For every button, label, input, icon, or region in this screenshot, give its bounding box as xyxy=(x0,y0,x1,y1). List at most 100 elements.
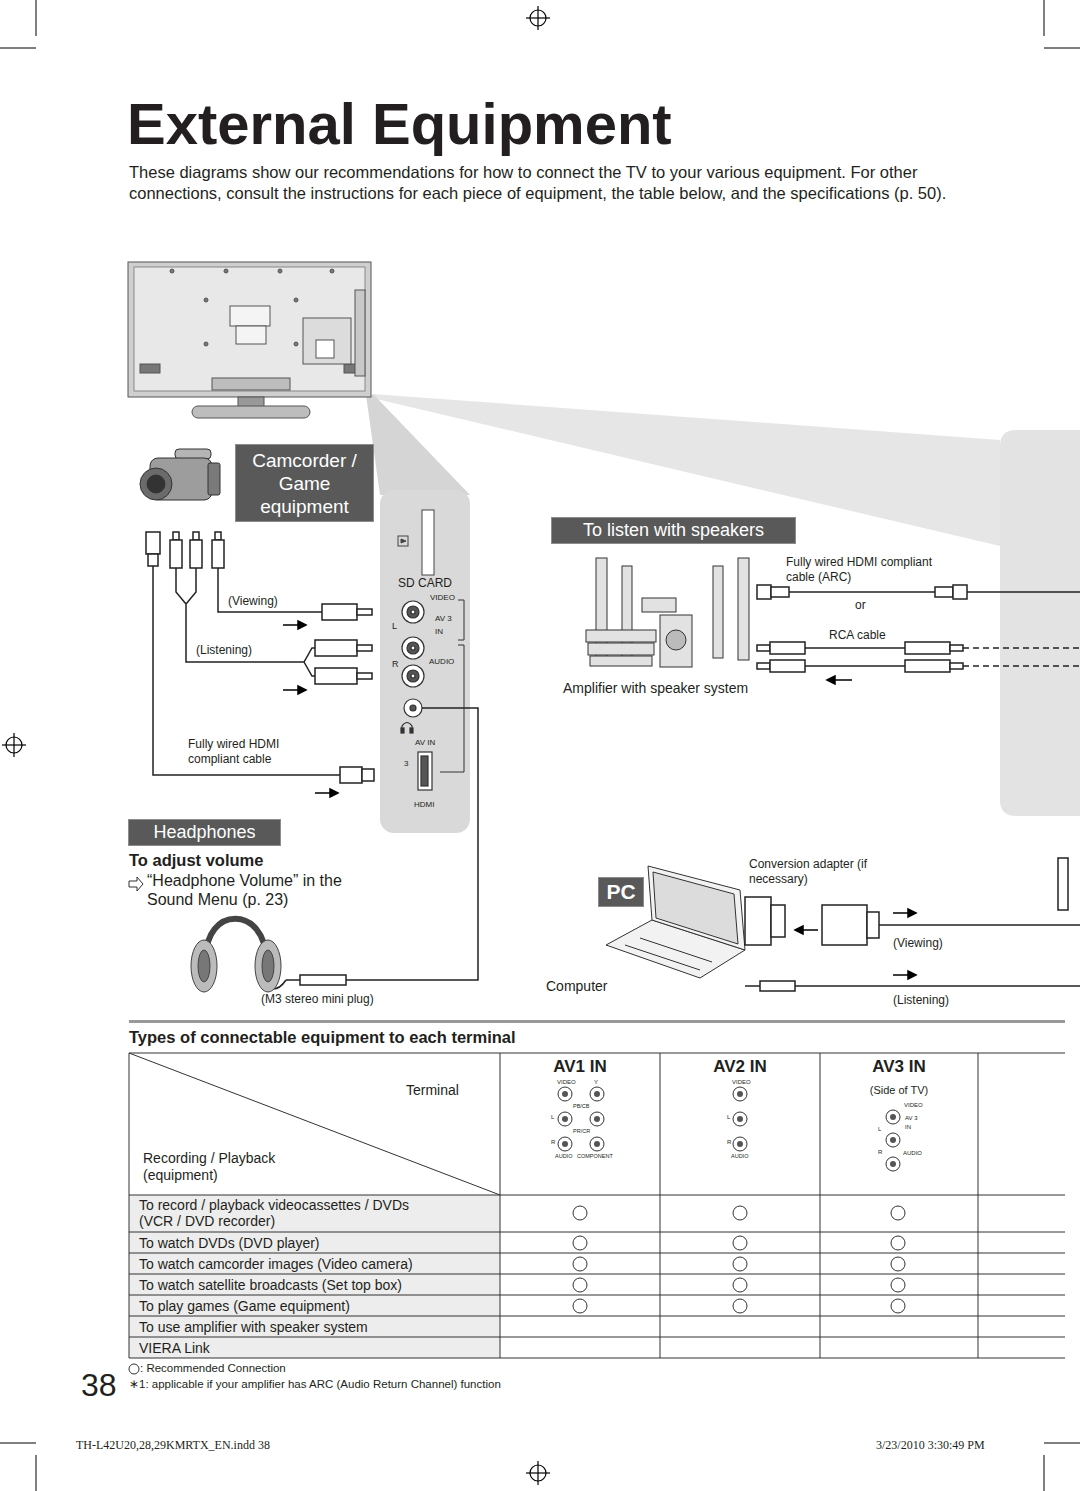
table-grid xyxy=(129,1274,1065,1275)
port-label: L xyxy=(392,621,397,632)
plug-name: (M3 stereo mini plug) xyxy=(261,992,374,1006)
cable-name: Fully wired HDMI compliant cable (ARC) xyxy=(786,555,936,585)
speaker-cables xyxy=(770,660,805,672)
direction-arrows xyxy=(908,909,916,917)
speaker-system xyxy=(586,558,749,667)
terminal-jacks xyxy=(558,1112,572,1126)
camcorder-cables xyxy=(340,767,362,783)
port-label: L xyxy=(727,1114,730,1121)
terminal-jacks xyxy=(733,1087,747,1101)
table-grid xyxy=(129,1337,1065,1338)
laptop-icon xyxy=(653,872,738,944)
speaker-cables xyxy=(805,665,905,667)
sub-heading: To adjust volume xyxy=(129,851,263,871)
camcorder-icon xyxy=(140,449,220,500)
camcorder-cables xyxy=(315,668,357,684)
speaker-cables xyxy=(935,587,953,597)
terminal-jacks xyxy=(890,1114,896,1120)
port-label: IN xyxy=(905,1124,911,1131)
speaker-cables xyxy=(757,663,770,669)
terminal-jacks xyxy=(562,1141,568,1147)
crop-marks xyxy=(0,1443,36,1444)
terminal-jacks xyxy=(737,1141,743,1147)
camcorder-cables xyxy=(146,532,374,783)
recommended-mark xyxy=(733,1278,747,1292)
terminal-jacks xyxy=(594,1091,600,1097)
port-label: VIDEO xyxy=(557,1079,576,1086)
recommended-mark xyxy=(573,1206,587,1220)
menu-arrow-icon xyxy=(129,877,143,891)
direction-arrows xyxy=(795,926,803,934)
headphones-icon xyxy=(198,950,210,982)
headphones-icon xyxy=(191,940,217,992)
print-slug: TH-L42U20,28,29KMRTX_EN.indd 38 xyxy=(76,1438,270,1452)
terminal-jacks xyxy=(590,1087,604,1101)
port-label: AUDIO xyxy=(903,1150,922,1157)
speaker-cables xyxy=(757,585,1080,672)
pc-cables xyxy=(867,912,879,938)
recommended-mark xyxy=(573,1257,587,1271)
headphone-symbol xyxy=(401,723,413,734)
table-cell: To watch satellite broadcasts (Set top b… xyxy=(139,1277,402,1293)
table-cell: To watch DVDs (DVD player) xyxy=(139,1235,320,1251)
terminal-jacks xyxy=(886,1133,900,1147)
intro-text: These diagrams show our recommendations … xyxy=(129,162,962,204)
camcorder-cables xyxy=(362,769,374,781)
recommended-mark xyxy=(129,1364,139,1374)
tv-rear-view xyxy=(294,298,298,302)
section-tag: Headphones xyxy=(128,819,281,846)
tv-rear-view xyxy=(128,262,371,418)
terminal-jacks xyxy=(890,1137,896,1143)
camcorder-cables xyxy=(190,540,202,568)
laptop-icon xyxy=(640,938,712,962)
table-grid xyxy=(129,1053,130,1358)
adapter-note: Conversion adapter (if necessary) xyxy=(749,857,879,887)
camcorder-icon xyxy=(208,463,220,495)
table-grid xyxy=(129,1053,1065,1054)
cable-note: (Listening) xyxy=(893,993,949,1007)
tv-rear-view xyxy=(170,269,174,273)
port-label: R xyxy=(551,1139,555,1146)
port-label: VIDEO xyxy=(732,1079,751,1086)
rca-jacks xyxy=(411,674,415,678)
port-label: R xyxy=(727,1139,731,1146)
laptop-icon xyxy=(648,866,745,950)
laptop-icon xyxy=(625,945,700,970)
hdmi-port xyxy=(418,752,432,790)
camcorder-cables xyxy=(173,532,179,540)
camcorder-cables xyxy=(357,673,372,679)
section-tag: PC xyxy=(598,877,644,907)
headphones-icon xyxy=(255,940,281,992)
callout-wedge xyxy=(1000,430,1080,816)
camcorder-cables xyxy=(148,554,158,566)
footnote: ∗1: applicable if your amplifier has ARC… xyxy=(129,1378,501,1392)
section-tag: Camcorder / Game equipment xyxy=(235,444,374,522)
tag-text: PC xyxy=(606,880,635,904)
headphone-symbol xyxy=(401,728,404,733)
rca-jacks xyxy=(407,606,419,618)
camcorder-icon xyxy=(140,468,172,500)
headphones-icon xyxy=(191,919,281,992)
terminal-jacks xyxy=(562,1091,896,1167)
headphone-cable xyxy=(300,975,346,985)
direction-arrows xyxy=(283,621,916,979)
camcorder-cables xyxy=(315,640,357,656)
port-label: IN xyxy=(435,627,443,637)
tv-rear-view xyxy=(303,318,351,364)
table-grid xyxy=(129,1195,500,1358)
speaker-system xyxy=(586,630,656,642)
tv-rear-view xyxy=(316,340,334,358)
registration-mark xyxy=(13,733,14,757)
table-cell: (Side of TV) xyxy=(820,1084,978,1097)
rca-jacks xyxy=(422,707,470,709)
speaker-system xyxy=(588,643,654,655)
terminal-jacks xyxy=(562,1091,568,1097)
direction-arrows xyxy=(298,686,306,694)
terminal-jacks xyxy=(558,1137,572,1151)
speaker-cables xyxy=(770,642,805,654)
crop-marks xyxy=(0,48,36,49)
rca-jacks xyxy=(407,642,419,654)
cable-note: (Viewing) xyxy=(893,936,943,950)
port-label: COMPONENT xyxy=(577,1153,613,1160)
